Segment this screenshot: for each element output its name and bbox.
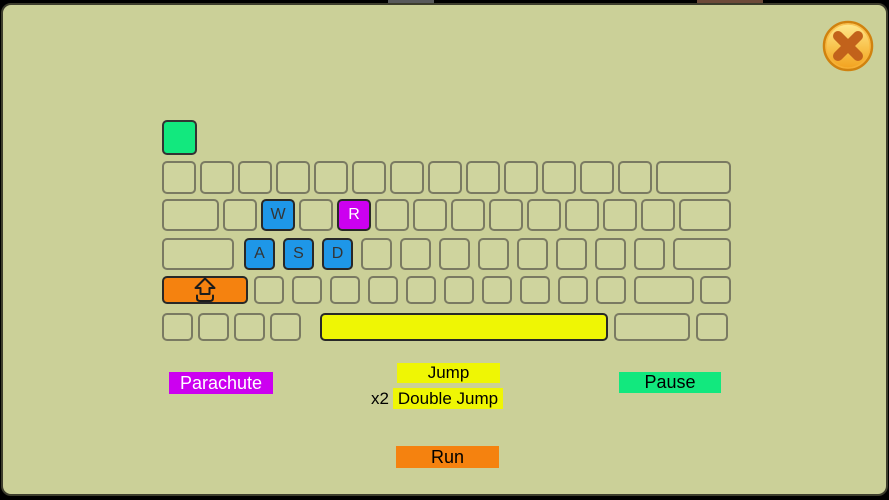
controls-panel: W R A S D Parachute Jump x2 Double Jump Paus…: [1, 3, 888, 496]
key: [527, 199, 561, 231]
key: [565, 199, 599, 231]
key: [444, 276, 474, 304]
jump-label: Jump: [397, 363, 500, 383]
pause-label: Pause: [619, 372, 721, 393]
right-shift-key: [634, 276, 694, 304]
backspace-key: [656, 161, 731, 194]
key: [439, 238, 470, 270]
key: [580, 161, 614, 194]
key: [375, 199, 409, 231]
key: [482, 276, 512, 304]
a-key: A: [244, 238, 275, 270]
key: [451, 199, 485, 231]
screen-edge-artifact: [697, 0, 763, 3]
key: [489, 199, 523, 231]
key: [198, 313, 229, 341]
key: [330, 276, 360, 304]
key: [361, 238, 392, 270]
key: [234, 313, 265, 341]
key: [466, 161, 500, 194]
key: [352, 161, 386, 194]
enter-key: [673, 238, 731, 270]
key: [428, 161, 462, 194]
key: [595, 238, 626, 270]
key-label: R: [348, 206, 360, 223]
key: [400, 238, 431, 270]
key: [292, 276, 322, 304]
key: [504, 161, 538, 194]
s-key: S: [283, 238, 314, 270]
key: [700, 276, 731, 304]
tab-key: [162, 199, 219, 231]
key-label: S: [293, 245, 304, 262]
close-icon: [822, 20, 874, 72]
key: [634, 238, 665, 270]
parachute-label: Parachute: [169, 372, 273, 394]
key: [478, 238, 509, 270]
key: [162, 313, 193, 341]
key: [200, 161, 234, 194]
key: [696, 313, 728, 341]
close-x-icon: [833, 31, 863, 61]
key: [390, 161, 424, 194]
close-button[interactable]: [821, 19, 875, 73]
key-label: D: [331, 245, 344, 262]
d-key: D: [322, 238, 353, 270]
key: [314, 161, 348, 194]
key: [603, 199, 637, 231]
key: [596, 276, 626, 304]
key: [413, 199, 447, 231]
key: [641, 199, 675, 231]
key: [406, 276, 436, 304]
key: [679, 199, 731, 231]
double-jump-multiplier: x2: [371, 388, 389, 408]
key-label: W: [270, 206, 286, 223]
key: [556, 238, 587, 270]
key: [558, 276, 588, 304]
key-label: A: [254, 245, 265, 262]
shift-arrow-icon: [194, 277, 216, 302]
key: [299, 199, 333, 231]
shift-key: [162, 276, 248, 304]
run-label: Run: [396, 446, 499, 468]
key: [618, 161, 652, 194]
key: [254, 276, 284, 304]
key: [162, 161, 196, 194]
key: [614, 313, 690, 341]
key: [238, 161, 272, 194]
r-key: R: [337, 199, 371, 231]
double-jump-label: Double Jump: [393, 388, 503, 409]
key: [276, 161, 310, 194]
key: [223, 199, 257, 231]
key: [542, 161, 576, 194]
w-key: W: [261, 199, 295, 231]
esc-key: [162, 120, 197, 155]
key: [517, 238, 548, 270]
key: [368, 276, 398, 304]
screen-edge-artifact: [388, 0, 434, 3]
caps-key: [162, 238, 234, 270]
key: [520, 276, 550, 304]
spacebar-key: [320, 313, 608, 341]
key: [270, 313, 301, 341]
